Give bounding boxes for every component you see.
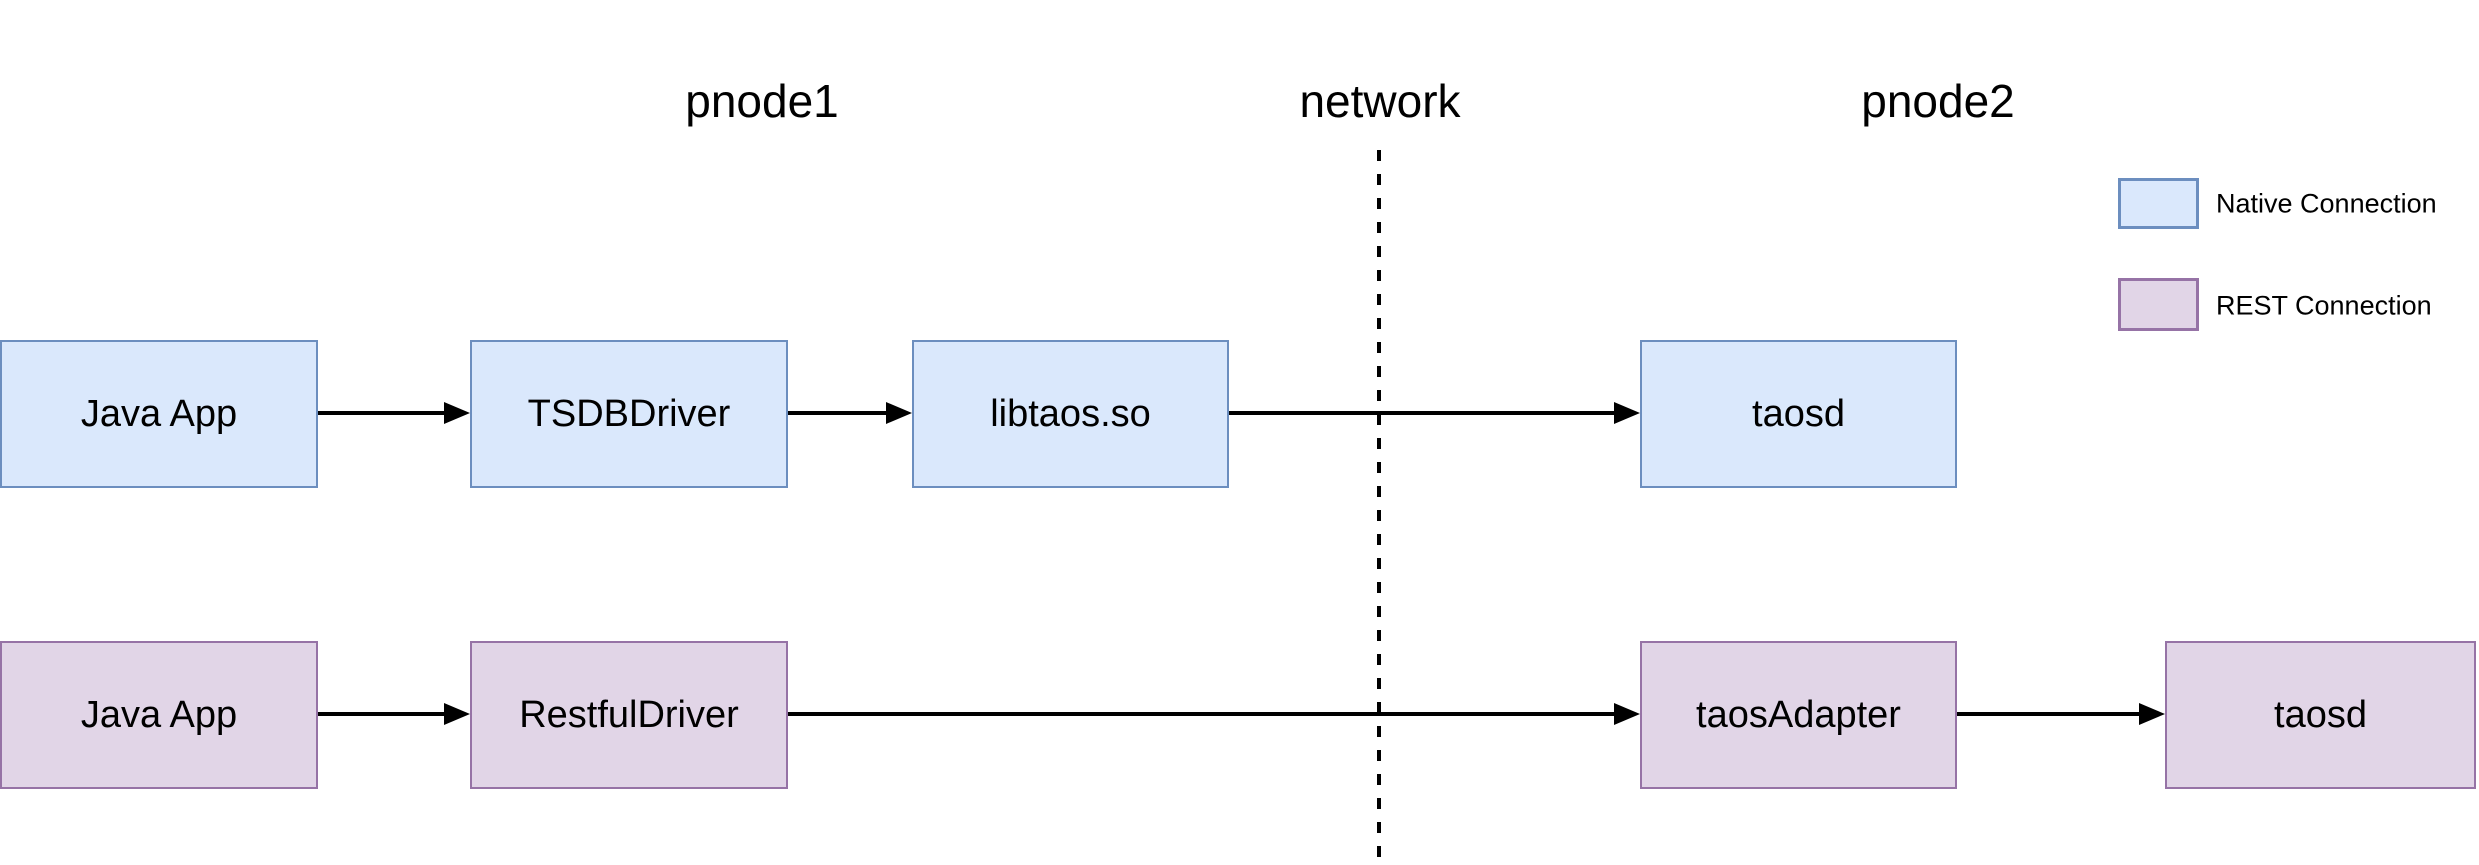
node-rest-taosd: taosd xyxy=(2165,641,2476,789)
legend-swatch-native xyxy=(2118,178,2199,229)
arrow-tsdbdriver-to-libtaos xyxy=(788,401,912,425)
node-native-libtaos-so: libtaos.so xyxy=(912,340,1229,488)
zone-label-pnode1: pnode1 xyxy=(685,75,839,127)
legend-label-rest: REST Connection xyxy=(2216,290,2432,321)
arrow-libtaos-to-taosd xyxy=(1229,401,1640,425)
node-rest-restfuldriver: RestfulDriver xyxy=(470,641,788,789)
legend-swatch-rest xyxy=(2118,278,2199,331)
node-rest-java-app: Java App xyxy=(0,641,318,789)
arrow-taosadapter-to-taosd xyxy=(1957,702,2165,726)
arrow-restfuldriver-to-taosadapter xyxy=(788,702,1640,726)
node-rest-taosadapter: taosAdapter xyxy=(1640,641,1957,789)
arrow-java-app-to-restfuldriver xyxy=(318,702,470,726)
node-native-tsdbdriver: TSDBDriver xyxy=(470,340,788,488)
legend-label-native: Native Connection xyxy=(2216,188,2437,219)
node-native-taosd: taosd xyxy=(1640,340,1957,488)
zone-label-network: network xyxy=(1299,75,1461,127)
arrow-java-app-to-tsdbdriver xyxy=(318,401,470,425)
node-native-java-app: Java App xyxy=(0,340,318,488)
network-divider-line xyxy=(1377,150,1381,865)
zone-label-pnode2: pnode2 xyxy=(1861,75,2015,127)
